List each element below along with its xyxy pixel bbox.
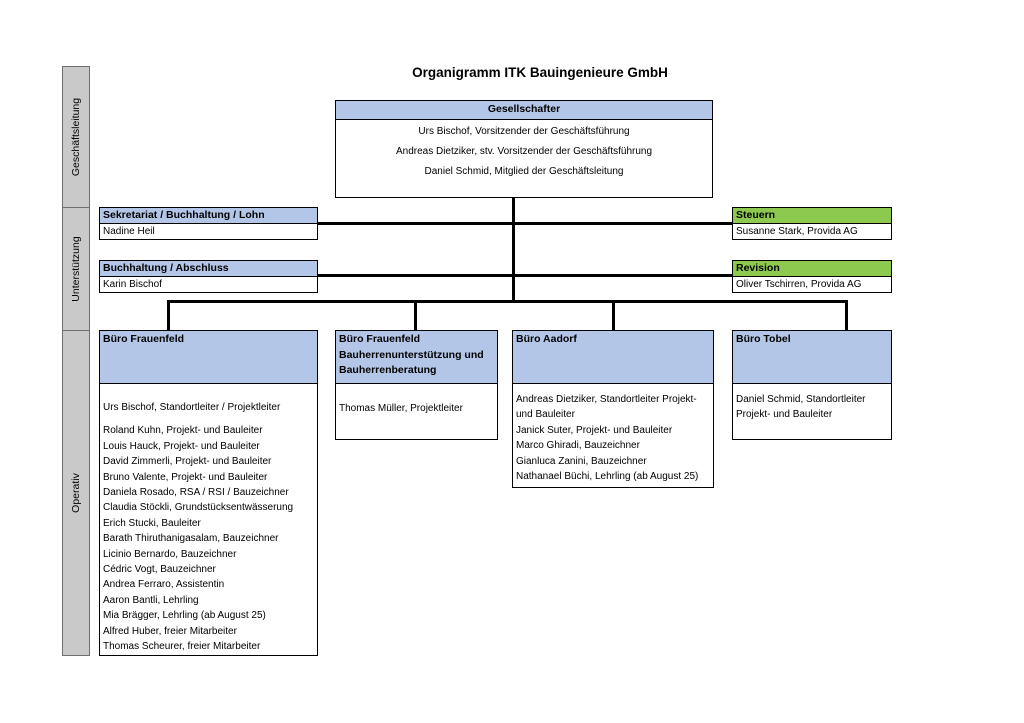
sekretariat-name: Nadine Heil <box>99 224 318 240</box>
frauenfeld-staff-list: Urs Bischof, Standortleiter / Projektlei… <box>99 384 318 656</box>
staff-item: Janick Suter, Projekt- und Bauleiter <box>516 424 673 436</box>
connector-row-2 <box>317 274 733 277</box>
revision-header: Revision <box>732 260 892 277</box>
aadorf-staff-list: Andreas Dietziker, Standortleiter Projek… <box>512 384 714 488</box>
staff-item: Marco Ghiradi, Bauzeichner <box>516 440 640 452</box>
gesellschafter-header: Gesellschafter <box>335 100 713 120</box>
frauenfeld-lead: Urs Bischof, Standortleiter / Projektlei… <box>103 402 281 413</box>
tobel-staff-list: Daniel Schmid, Standortleiter Projekt- u… <box>732 384 892 440</box>
revision-name: Oliver Tschirren, Provida AG <box>732 277 892 293</box>
staff-item: Alfred Huber, freier Mitarbeiter <box>103 625 237 637</box>
staff-item: Cédric Vogt, Bauzeichner <box>103 564 216 576</box>
sekretariat-header: Sekretariat / Buchhaltung / Lohn <box>99 207 318 224</box>
staff-item: Licinio Bernardo, Bauzeichner <box>103 548 237 560</box>
connector-frauenfeld-bhu <box>414 300 417 331</box>
frauenfeld-bhu-header: Büro Frauenfeld Bauherrenunterstützung u… <box>335 330 498 384</box>
staff-item: Louis Hauck, Projekt- und Bauleiter <box>103 440 260 452</box>
staff-item: Gianluca Zanini, Bauzeichner <box>516 455 647 467</box>
gesellschafter-member: Daniel Schmid, Mitglied der Geschäftslei… <box>424 166 624 177</box>
aadorf-header: Büro Aadorf <box>512 330 714 384</box>
aadorf-lead: Andreas Dietziker, Standortleiter Projek… <box>516 394 697 421</box>
frauenfeld-bhu-staff-list: Thomas Müller, Projektleiter <box>335 384 498 440</box>
buchhaltung-header: Buchhaltung / Abschluss <box>99 260 318 277</box>
staff-item: Barath Thiruthanigasalam, Bauzeichner <box>103 533 279 545</box>
staff-item: Roland Kuhn, Projekt- und Bauleiter <box>103 425 263 437</box>
frauenfeld-header: Büro Frauenfeld <box>99 330 318 384</box>
staff-item: Daniela Rosado, RSA / RSI / Bauzeichner <box>103 487 289 499</box>
sidebar-label-operativ: Operativ <box>70 473 82 513</box>
frauenfeld-bhu-lead: Thomas Müller, Projektleiter <box>339 403 463 414</box>
tobel-lead: Daniel Schmid, Standortleiter Projekt- u… <box>736 394 866 421</box>
connector-row-1 <box>317 222 733 225</box>
staff-item: Nathanael Büchi, Lehrling (ab August 25) <box>516 471 699 483</box>
sidebar-unterstuetzung: Unterstützung <box>62 207 90 331</box>
sidebar-geschaeftsleitung: Geschäftsleitung <box>62 66 90 208</box>
buchhaltung-name: Karin Bischof <box>99 277 318 293</box>
sidebar-label-unterstuetzung: Unterstützung <box>70 236 82 302</box>
staff-item: Mia Brägger, Lehrling (ab August 25) <box>103 610 266 622</box>
staff-item: David Zimmerli, Projekt- und Bauleiter <box>103 456 272 468</box>
steuern-name: Susanne Stark, Provida AG <box>732 224 892 240</box>
connector-vertical-main <box>512 197 515 301</box>
staff-item: Bruno Valente, Projekt- und Bauleiter <box>103 471 268 483</box>
staff-item: Andrea Ferraro, Assistentin <box>103 579 225 591</box>
sidebar-operativ: Operativ <box>62 330 90 656</box>
connector-aadorf <box>612 300 615 331</box>
sidebar-label-geschaeftsleitung: Geschäftsleitung <box>70 97 82 177</box>
gesellschafter-member: Urs Bischof, Vorsitzender der Geschäftsf… <box>418 126 630 137</box>
staff-item: Thomas Scheurer, freier Mitarbeiter <box>103 641 261 653</box>
connector-tobel <box>845 300 848 331</box>
connector-offices <box>167 300 848 303</box>
page-title: Organigramm ITK Bauingenieure GmbH <box>412 65 668 80</box>
steuern-header: Steuern <box>732 207 892 224</box>
gesellschafter-member: Andreas Dietziker, stv. Vorsitzender der… <box>395 146 653 157</box>
staff-item: Erich Stucki, Bauleiter <box>103 517 201 529</box>
gesellschafter-box: Urs Bischof, Vorsitzender der Geschäftsf… <box>335 119 713 198</box>
staff-item: Aaron Bantli, Lehrling <box>103 594 199 606</box>
tobel-header: Büro Tobel <box>732 330 892 384</box>
connector-frauenfeld <box>167 300 170 331</box>
staff-item: Claudia Stöckli, Grundstücksentwässerung <box>103 502 294 514</box>
